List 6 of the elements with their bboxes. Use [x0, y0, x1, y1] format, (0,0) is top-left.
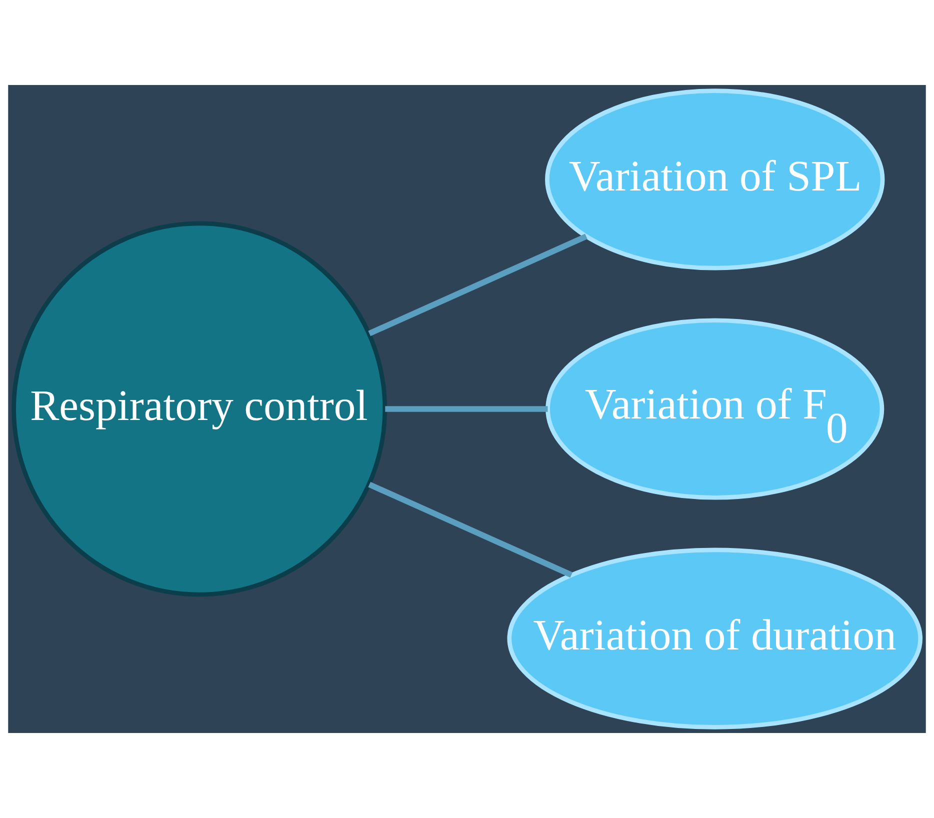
node-ellipse: Variation of duration	[507, 548, 923, 730]
connector	[368, 482, 573, 578]
connector	[385, 406, 548, 412]
node-ellipse: Variation of SPL	[545, 88, 885, 270]
node-circle: Respiratory control	[12, 221, 388, 597]
connector	[368, 234, 588, 336]
